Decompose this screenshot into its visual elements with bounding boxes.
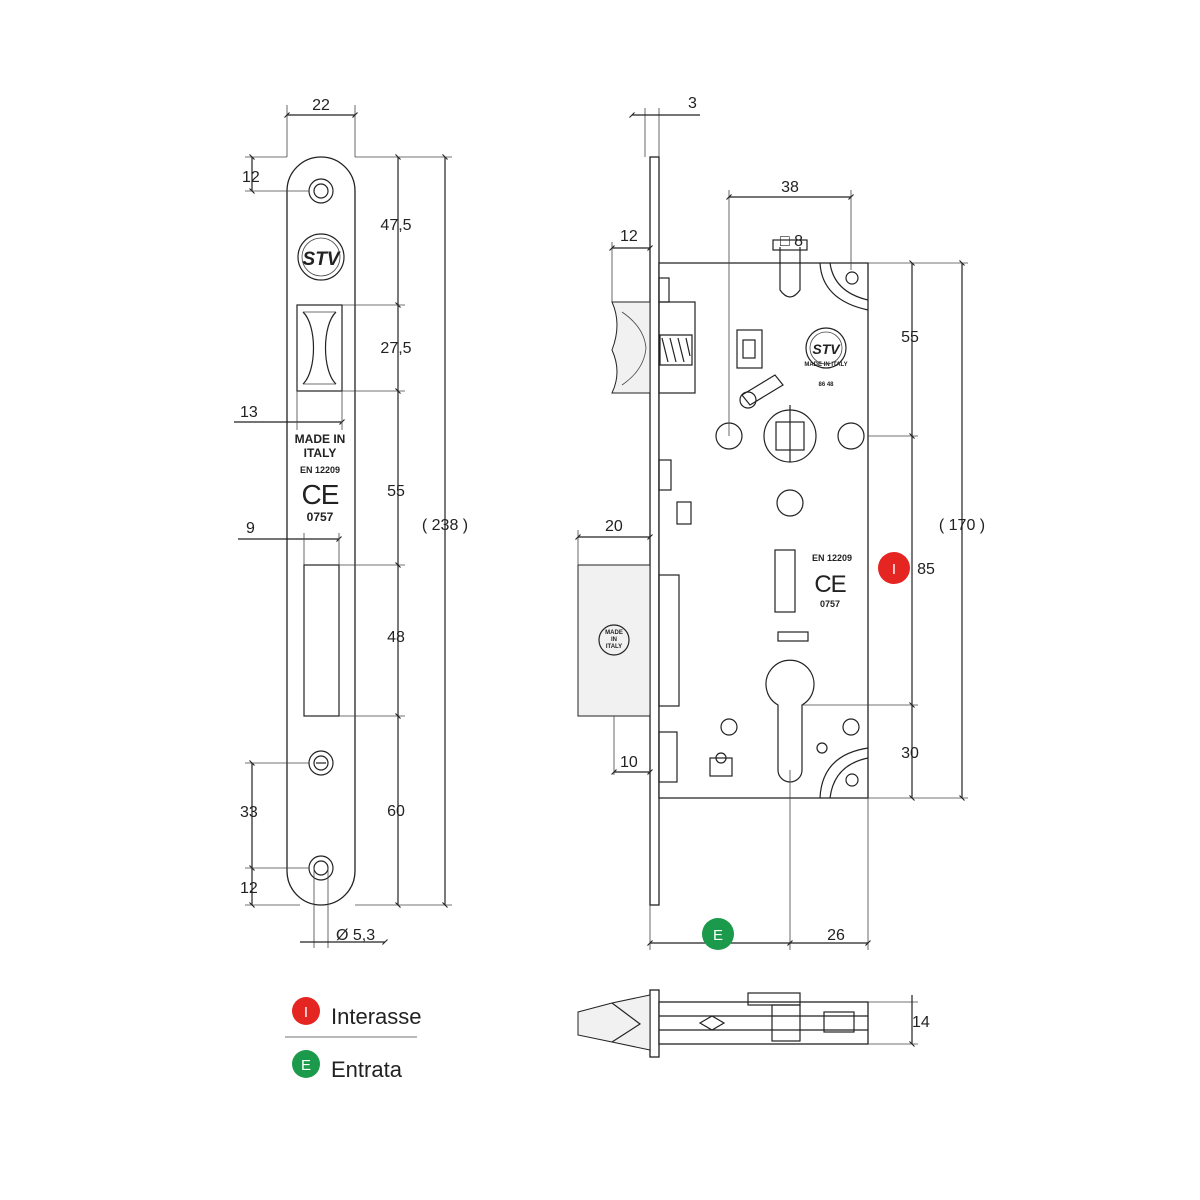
- legend: I Interasse E Entrata: [285, 997, 422, 1082]
- interasse-badge: I: [878, 552, 910, 584]
- dim-spindle-to-corner: 38: [726, 179, 854, 436]
- svg-text:MADE: MADE: [605, 630, 623, 636]
- svg-text:Interasse: Interasse: [331, 1004, 422, 1029]
- legend-item-interasse: I Interasse: [292, 997, 422, 1029]
- latch-bolt: [611, 301, 696, 394]
- bolt-opening: [303, 564, 340, 717]
- svg-text:Ø 5,3: Ø 5,3: [336, 927, 375, 944]
- cylinder-cutout: [765, 659, 815, 783]
- dim-backset-projection: 10: [611, 716, 653, 775]
- faceplate-outline: [286, 156, 356, 906]
- svg-text:0757: 0757: [820, 599, 840, 609]
- svg-text:60: 60: [387, 803, 405, 820]
- svg-text:E: E: [713, 927, 723, 944]
- svg-text:20: 20: [605, 518, 623, 535]
- svg-text:22: 22: [312, 97, 330, 114]
- svg-text:EN 12209: EN 12209: [812, 553, 852, 563]
- faceplate-ce-mark: CE: [302, 479, 339, 510]
- svg-text:30: 30: [901, 745, 919, 762]
- dim-latch-width: 13: [234, 391, 345, 430]
- dim-hole-diameter: Ø 5,3: [300, 868, 388, 948]
- dim-latch-projection: 12: [609, 228, 653, 302]
- lock-side-view: STV MADE IN ITALY 86 48 MADE IN ITALY EN…: [575, 95, 985, 950]
- legend-item-entrata: E Entrata: [292, 1050, 403, 1082]
- dim-plate-thickness: 3: [629, 95, 700, 118]
- svg-text:47,5: 47,5: [380, 217, 411, 234]
- faceplate-made-in-line1: MADE IN: [295, 432, 346, 446]
- hub-logo: STV MADE IN ITALY 86 48: [804, 327, 848, 388]
- dim-depth: 14: [868, 995, 930, 1047]
- svg-text:I: I: [892, 561, 896, 578]
- svg-text:33: 33: [240, 804, 258, 821]
- dim-bottom-margin: 12: [240, 868, 300, 908]
- dim-bolt-projection: 20: [575, 518, 653, 565]
- faceplate-norm: EN 12209: [300, 465, 340, 475]
- dead-bolt: MADE IN ITALY: [577, 564, 680, 783]
- svg-text:CE: CE: [814, 571, 845, 598]
- dim-screw-to-hole: 33: [240, 760, 309, 871]
- faceplate-notified-body: 0757: [307, 510, 334, 524]
- svg-text:12: 12: [240, 880, 258, 897]
- dim-top-margin: 12: [242, 154, 309, 194]
- svg-text:IN: IN: [611, 637, 617, 643]
- svg-text:55: 55: [901, 329, 919, 346]
- faceplate-view: STV MADE IN ITALY EN 12209 CE 0757: [234, 97, 468, 948]
- svg-text:14: 14: [912, 1014, 930, 1031]
- svg-text:I: I: [304, 1004, 308, 1021]
- dim-right-chain: 55 85 30 ( 170 ): [802, 260, 985, 801]
- side-faceplate: [649, 156, 660, 906]
- lock-top-view: 14: [577, 989, 930, 1058]
- dim-chain-right: 47,5 27,5 55 48 60 ( 238 ): [339, 154, 468, 908]
- svg-text:48: 48: [387, 629, 405, 646]
- svg-text:86 48: 86 48: [818, 382, 834, 388]
- svg-text:( 238 ): ( 238 ): [422, 517, 468, 534]
- svg-text:38: 38: [781, 179, 799, 196]
- svg-text:( 170 ): ( 170 ): [939, 517, 985, 534]
- faceplate-made-in-line2: ITALY: [304, 446, 337, 460]
- svg-text:12: 12: [620, 228, 638, 245]
- svg-text:E: E: [301, 1057, 311, 1074]
- dim-square-size: □ 8: [780, 233, 803, 250]
- svg-text:27,5: 27,5: [380, 340, 411, 357]
- stv-logo-text: STV: [303, 249, 341, 270]
- entrata-badge: [702, 918, 734, 950]
- svg-text:26: 26: [827, 927, 845, 944]
- latch-opening: [296, 304, 343, 392]
- svg-text:Entrata: Entrata: [331, 1057, 403, 1082]
- svg-text:9: 9: [246, 520, 255, 537]
- svg-text:85: 85: [917, 561, 935, 578]
- dim-faceplate-width: 22: [284, 97, 358, 157]
- svg-text:ITALY: ITALY: [606, 644, 622, 650]
- svg-text:STV: STV: [812, 341, 841, 357]
- svg-text:MADE IN ITALY: MADE IN ITALY: [804, 362, 847, 368]
- dim-bottom: E 26: [647, 770, 871, 950]
- svg-text:3: 3: [688, 95, 697, 112]
- svg-text:55: 55: [387, 483, 405, 500]
- dim-bolt-width: 9: [238, 520, 342, 565]
- svg-text:12: 12: [242, 169, 260, 186]
- svg-text:13: 13: [240, 404, 258, 421]
- stv-logo: STV: [297, 233, 345, 281]
- svg-text:10: 10: [620, 754, 638, 771]
